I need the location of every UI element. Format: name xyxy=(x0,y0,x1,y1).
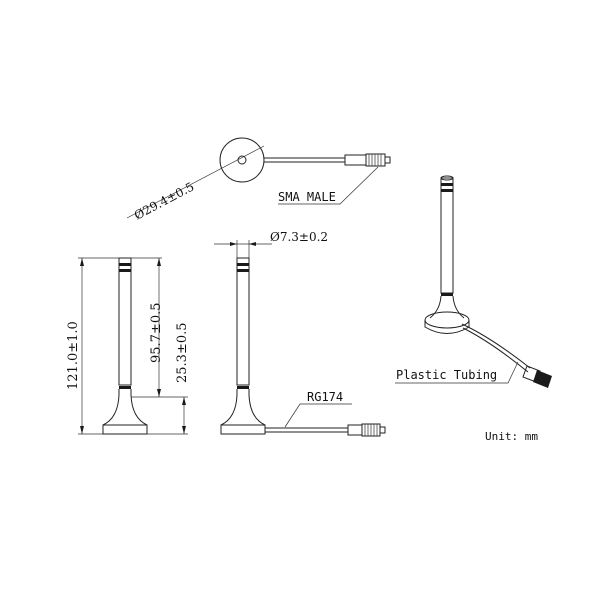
top-connector-body xyxy=(344,154,367,166)
side-whip-band-2 xyxy=(237,269,249,272)
front-whip-band-1 xyxy=(119,263,131,266)
base-height-label: 25.3±0.5 xyxy=(175,322,190,383)
top-connector-knurl xyxy=(368,154,382,166)
top-view: Ø29.4±0.5 SMA MALE xyxy=(126,137,391,223)
iso-whip-band-1 xyxy=(441,183,453,186)
front-joint-band xyxy=(119,386,131,389)
iso-whip xyxy=(440,177,454,294)
total-height-label: 121.0±1.0 xyxy=(66,321,81,390)
side-connector-body xyxy=(347,424,363,436)
side-cable xyxy=(265,427,348,433)
side-view: Ø7.3±0.2 RG174 xyxy=(214,230,386,437)
iso-joint-band xyxy=(441,293,453,296)
diameter-leader xyxy=(126,145,265,219)
iso-view: Plastic Tubing xyxy=(395,175,552,388)
cable-leader xyxy=(284,403,352,428)
iso-base-side xyxy=(424,320,470,334)
connector-label: SMA MALE xyxy=(278,190,336,204)
front-base xyxy=(102,389,148,435)
top-connector-nut xyxy=(365,153,386,167)
base-top-outline xyxy=(219,137,265,183)
base-height-arrows xyxy=(182,397,186,434)
tubing-label: Plastic Tubing xyxy=(396,368,497,382)
side-whip xyxy=(236,257,250,386)
iso-whip-band-2 xyxy=(441,189,453,192)
top-connector-pin xyxy=(385,156,391,164)
side-whip-band-1 xyxy=(237,263,249,266)
whip-diameter-label: Ø7.3±0.2 xyxy=(270,230,328,244)
whip-diameter-arrows xyxy=(230,242,256,246)
side-joint-band xyxy=(237,386,249,389)
iso-base-neck xyxy=(429,295,465,319)
iso-cable xyxy=(461,323,531,373)
front-whip xyxy=(118,257,132,386)
base-diameter-label: Ø29.4±0.5 xyxy=(132,179,197,222)
front-view: 121.0±1.0 95.7±0.5 25.3±0.5 xyxy=(66,257,190,435)
cable-label: RG174 xyxy=(307,390,343,404)
iso-base-top xyxy=(424,311,470,329)
side-connector-pin xyxy=(380,426,386,434)
unit-label: Unit: mm xyxy=(485,430,538,443)
side-connector-knurl xyxy=(364,424,378,436)
front-whip-band-2 xyxy=(119,269,131,272)
iso-whip-top xyxy=(440,175,454,181)
top-cable xyxy=(264,157,345,163)
side-base xyxy=(220,389,266,435)
whip-height-label: 95.7±0.5 xyxy=(149,302,164,363)
connector-leader xyxy=(278,166,379,205)
tubing-leader xyxy=(395,361,519,384)
iso-connector-nut xyxy=(533,370,552,388)
